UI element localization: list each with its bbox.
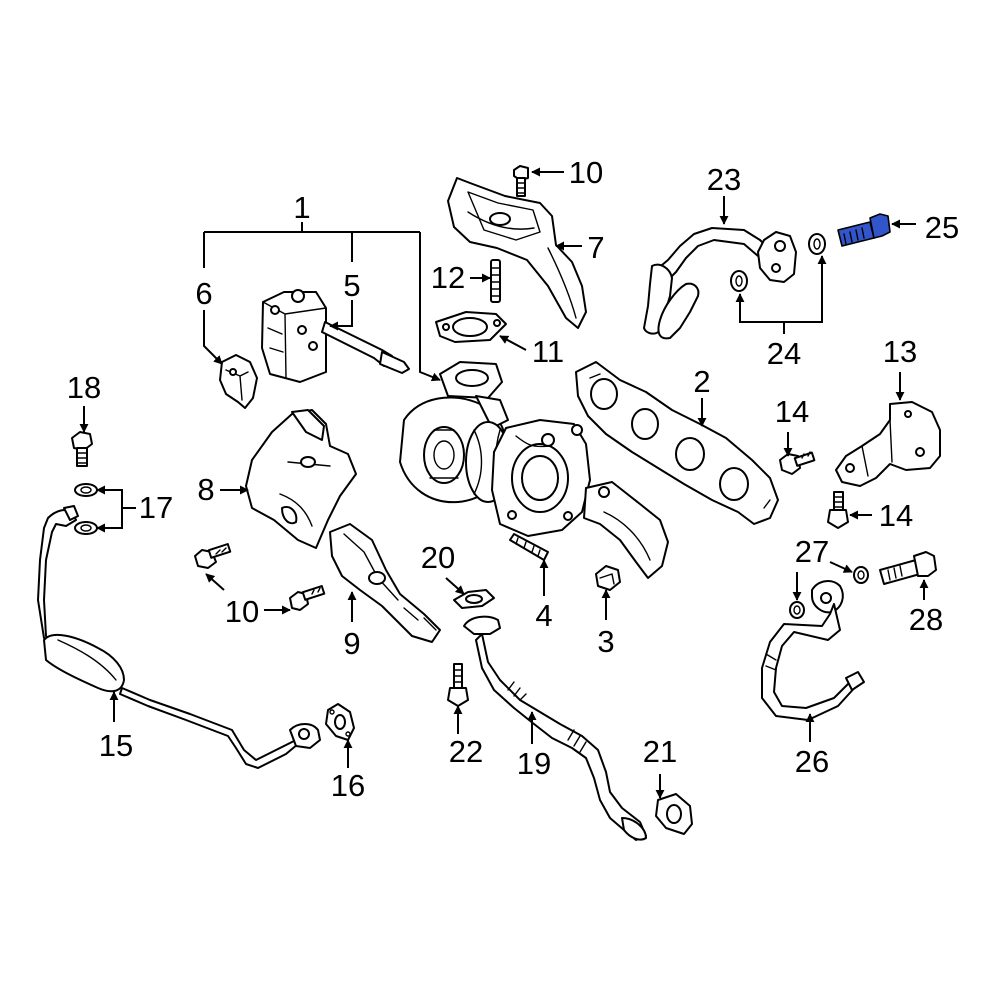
part-26-water-line[interactable] (761, 580, 865, 721)
part-14-bolt-top[interactable] (779, 451, 816, 475)
part-10-bolt-mid[interactable] (194, 543, 232, 569)
part-28-bolt[interactable] (879, 551, 937, 585)
part-23-water-line[interactable] (643, 227, 797, 340)
callout-24: 24 (767, 336, 801, 371)
callout-10-top: 10 (569, 155, 603, 190)
part-13-bracket[interactable] (835, 401, 941, 487)
callout-5: 5 (343, 268, 360, 303)
part-24-washers[interactable] (730, 233, 826, 292)
callout-16: 16 (331, 768, 365, 803)
part-5-actuator[interactable] (261, 289, 410, 383)
callout-21: 21 (643, 734, 677, 769)
callout-7: 7 (587, 230, 604, 265)
part-27-washers[interactable] (789, 566, 869, 619)
part-4-stud[interactable] (509, 533, 549, 561)
callout-20: 20 (421, 540, 455, 575)
part-18-bolt[interactable] (71, 431, 93, 467)
part-22-bolt[interactable] (447, 663, 469, 707)
part-15-oil-feed-line[interactable] (37, 505, 321, 769)
callout-28: 28 (909, 602, 943, 637)
callout-12: 12 (431, 260, 465, 295)
part-11-gasket[interactable] (435, 311, 507, 343)
part-10-bolt-top[interactable] (513, 165, 529, 197)
callout-13: 13 (883, 334, 917, 369)
callout-19: 19 (517, 746, 551, 781)
callout-23: 23 (707, 162, 741, 197)
part-25-banjo-bolt[interactable] (837, 213, 891, 247)
callout-11: 11 (532, 334, 564, 369)
leader-lines (79, 167, 929, 799)
part-16-gasket[interactable] (325, 703, 355, 741)
callout-3: 3 (597, 624, 614, 659)
part-8-heat-shield[interactable] (245, 409, 357, 549)
part-9-heat-bracket[interactable] (329, 523, 441, 643)
part-2-manifold-gasket[interactable] (575, 361, 779, 525)
callout-15: 15 (99, 728, 133, 763)
part-6-bracket[interactable] (219, 354, 258, 409)
callout-2: 2 (693, 364, 710, 399)
part-19-return-tube[interactable] (463, 615, 647, 841)
callout-4: 4 (535, 598, 552, 633)
part-10-bolt-low[interactable] (289, 585, 326, 611)
part-1-turbocharger[interactable] (399, 361, 669, 579)
callout-27: 27 (795, 534, 829, 569)
callout-9: 9 (343, 626, 360, 661)
part-3-nut[interactable] (595, 565, 621, 591)
callout-8: 8 (197, 472, 214, 507)
callout-18: 18 (67, 370, 101, 405)
part-17-washers[interactable] (74, 483, 98, 535)
callout-26: 26 (795, 744, 829, 779)
callout-14-top: 14 (775, 394, 809, 429)
callout-17: 17 (139, 490, 173, 525)
part-20-gasket[interactable] (453, 589, 495, 609)
part-14-bolt-low[interactable] (827, 491, 849, 529)
callout-14-low: 14 (879, 498, 913, 533)
part-21-gasket[interactable] (655, 793, 693, 835)
callout-10-low: 10 (225, 594, 259, 629)
callout-25: 25 (925, 210, 959, 245)
callout-22: 22 (449, 734, 483, 769)
callout-1: 1 (293, 190, 310, 225)
part-12-stud[interactable] (490, 259, 501, 303)
callout-labels: 1 2 3 4 5 6 7 8 9 10 10 11 12 13 14 14 1… (67, 155, 959, 803)
callout-6: 6 (195, 276, 212, 311)
part-7-heat-shield[interactable] (447, 177, 587, 329)
